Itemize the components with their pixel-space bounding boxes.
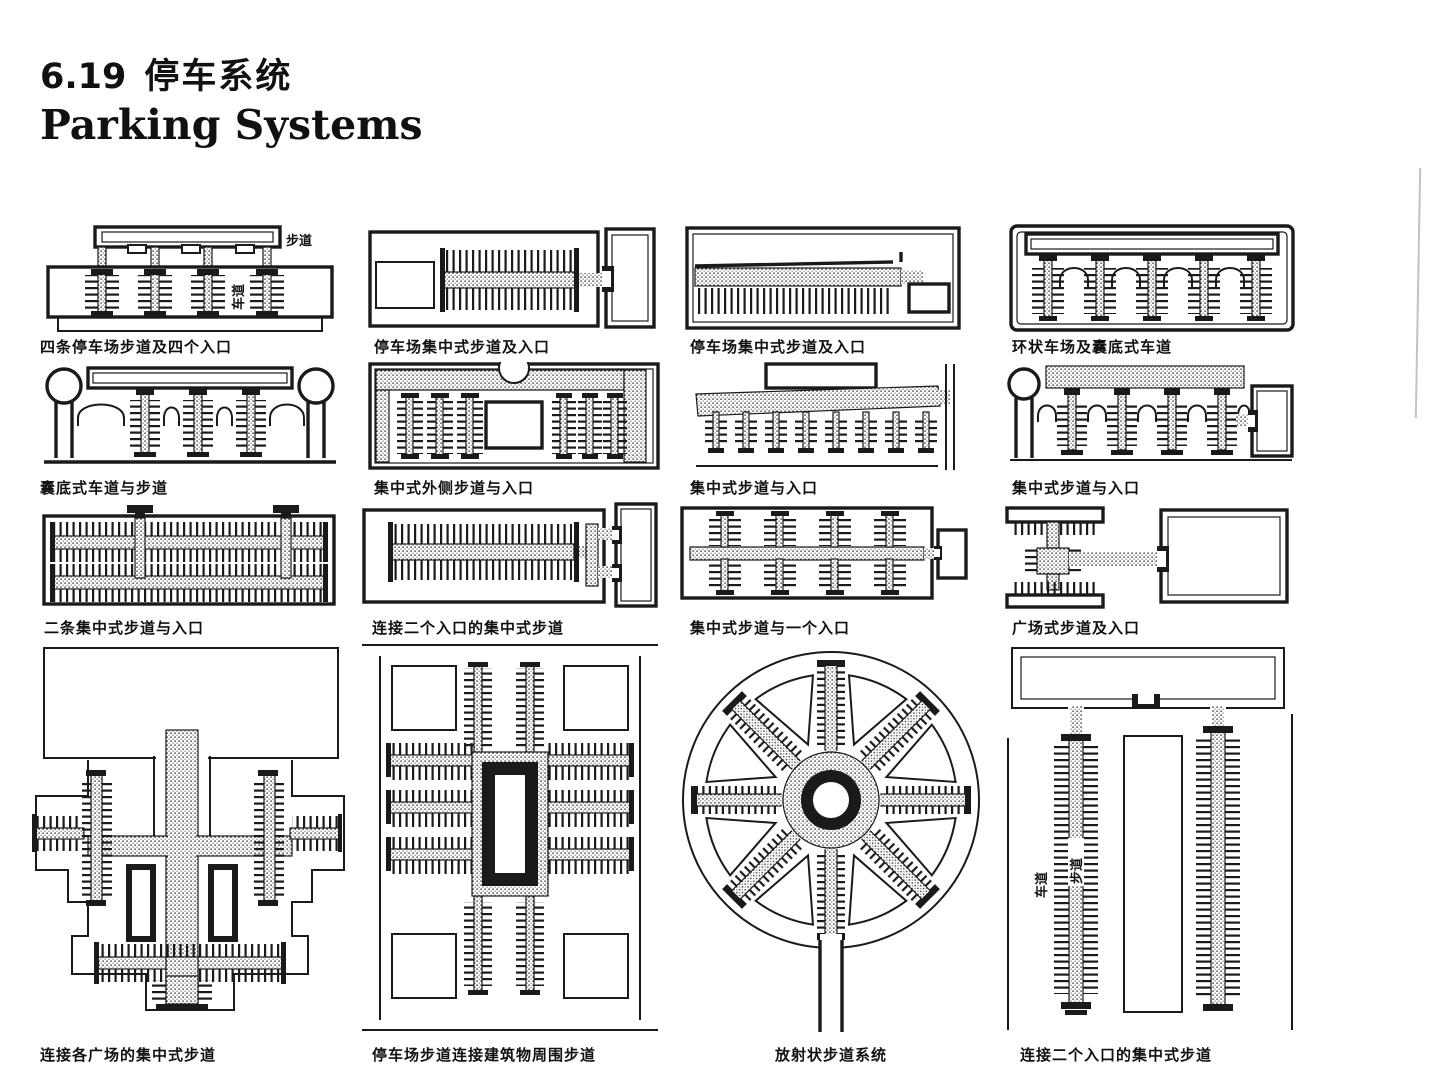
figure-caption: 停车场集中式步道及入口 [374, 338, 551, 356]
figure-caption: 停车场步道连接建筑物周围步道 [372, 1046, 597, 1064]
figure-6 [368, 362, 660, 472]
figure-7 [688, 362, 960, 472]
figure-caption: 连接二个入口的集中式步道 [372, 619, 565, 637]
walkway-label: 步道 [286, 233, 312, 249]
diagram-fig2 [368, 227, 656, 329]
diagram-fig3 [685, 226, 961, 330]
figure-caption: 放射状步道系统 [775, 1046, 888, 1064]
figure-1: 步道 车道 [40, 222, 340, 334]
diagram-fig11 [680, 506, 968, 600]
parking-comb-group [1054, 726, 1240, 1015]
diagram-fig16: 车道 步道 [1007, 647, 1293, 1030]
lane-label: 车道 [231, 284, 247, 310]
diagram-fig12 [1005, 506, 1289, 609]
figure-caption: 集中式外侧步道与入口 [374, 479, 535, 497]
figure-9 [40, 502, 338, 610]
figure-3 [685, 224, 963, 334]
parking-comb-group [397, 393, 627, 459]
figure-8 [1004, 360, 1296, 470]
walkway-label: 步道 [1069, 858, 1085, 884]
figure-12 [995, 504, 1295, 612]
diagram-fig5 [44, 366, 336, 464]
diagram-fig15 [682, 651, 980, 1032]
parking-comb-group [85, 269, 284, 317]
scan-edge-artifact [1414, 168, 1422, 418]
lane-label: 车道 [1034, 872, 1050, 898]
section-number: 6.19 [40, 57, 127, 97]
figure-caption: 集中式步道与一个入口 [690, 619, 851, 637]
figure-2 [368, 224, 658, 332]
diagram-fig1: 步道 车道 [46, 225, 334, 332]
diagram-fig8 [1007, 365, 1294, 461]
diagram-fig9 [42, 505, 336, 606]
figure-13 [30, 640, 350, 1030]
figure-caption: 连接二个入口的集中式步道 [1020, 1046, 1213, 1064]
figure-4 [1008, 222, 1298, 336]
figure-15 [678, 640, 984, 1035]
figure-10 [362, 502, 660, 610]
parking-comb-group [51, 522, 327, 602]
parking-comb-group [1057, 388, 1237, 455]
diagram-fig4 [1009, 224, 1295, 332]
figure-caption: 广场式步道及入口 [1012, 619, 1141, 637]
figure-caption: 连接各广场的集中式步道 [40, 1046, 217, 1064]
parking-comb-group [709, 511, 906, 595]
page-title-zh: 6.19 停车系统 [40, 58, 423, 97]
figure-5 [40, 360, 340, 470]
diagram-fig6 [368, 362, 660, 470]
parking-comb-group [705, 411, 937, 453]
diagram-fig13 [32, 647, 345, 1011]
figure-caption: 集中式步道与入口 [690, 479, 819, 497]
figure-11 [680, 506, 968, 602]
diagram-fig7 [695, 362, 955, 470]
figure-caption: 集中式步道与入口 [1012, 479, 1141, 497]
figure-caption: 环状车场及囊底式车道 [1012, 338, 1173, 356]
title-block: 6.19 停车系统 Parking Systems [40, 58, 423, 149]
diagram-fig14 [362, 644, 658, 1031]
parking-comb-group [130, 387, 266, 457]
figure-caption: 停车场集中式步道及入口 [690, 338, 867, 356]
figure-14 [360, 640, 660, 1035]
figure-caption: 囊底式车道与步道 [40, 479, 169, 497]
parking-comb-group [1032, 254, 1272, 321]
figure-caption: 二条集中式步道与入口 [44, 619, 205, 637]
figure-16: 车道 步道 [1004, 642, 1296, 1032]
title-zh-text: 停车系统 [144, 57, 293, 97]
figure-caption: 四条停车场步道及四个入口 [40, 338, 233, 356]
page-title-en: Parking Systems [40, 100, 423, 149]
diagram-fig10 [362, 502, 658, 608]
